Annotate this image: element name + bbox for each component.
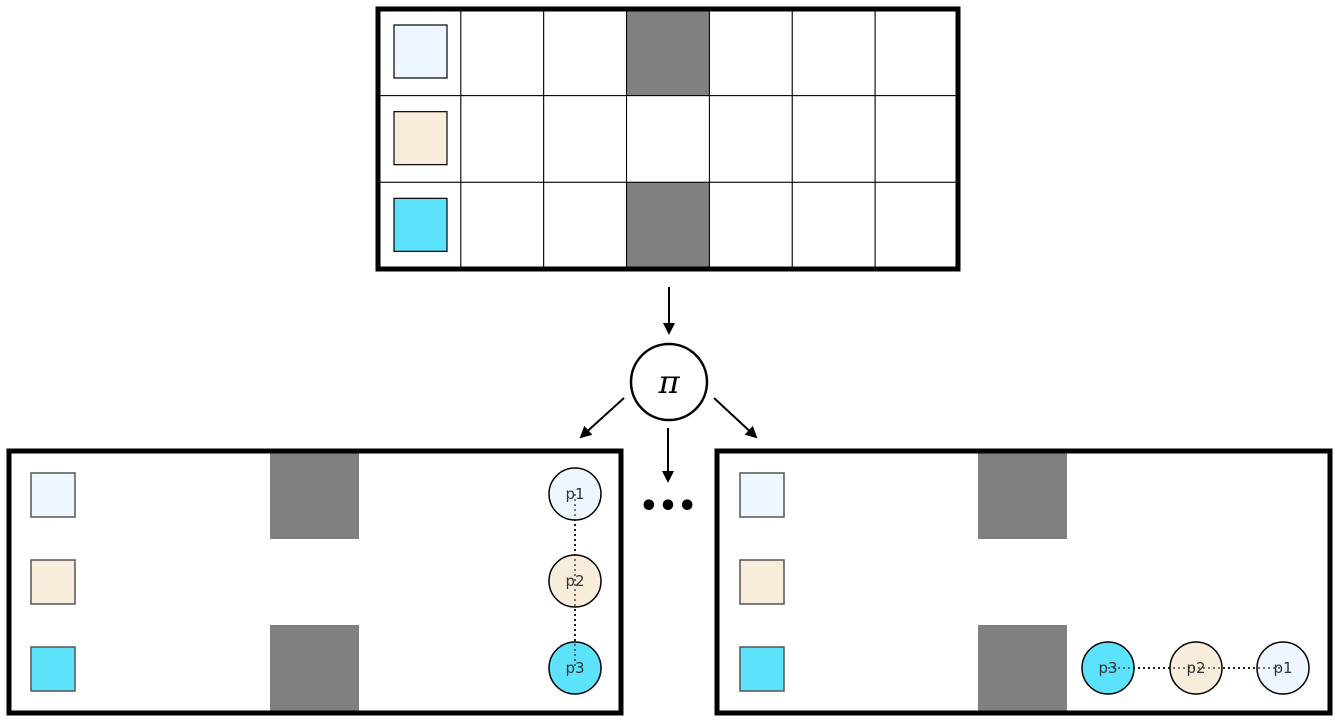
input-grid-frame (375, 6, 961, 272)
grid-cell (708, 8, 793, 97)
goal-swatch-p1 (739, 472, 785, 518)
agent-label: p3 (565, 659, 584, 677)
grid-cell (791, 95, 876, 183)
agent-label: p1 (1273, 659, 1292, 677)
policy-symbol: π (657, 363, 680, 401)
arrow-policy-to-left-outcome (579, 397, 625, 439)
grid-wall-cell (626, 181, 710, 270)
wall-top (270, 452, 359, 539)
grid-goal-swatch-p1 (393, 24, 448, 79)
outcome-panel-left-frame (6, 448, 624, 716)
agent-node (1256, 641, 1310, 695)
goal-swatch-p2 (30, 559, 76, 605)
wall-top (978, 452, 1067, 539)
grid-cell (460, 181, 545, 270)
wall-bottom (270, 625, 359, 712)
grid-cell (874, 181, 959, 270)
grid-wall-cell (626, 8, 710, 97)
outcome-panel-right: p3 p2 p1 (714, 448, 1333, 716)
arrow-policy-to-right-outcome (713, 397, 758, 439)
grid-cell (626, 95, 710, 183)
agent-node (548, 641, 602, 695)
grid-cell (708, 95, 793, 183)
grid-cell (460, 8, 545, 97)
grid-goal-swatch-p2 (393, 111, 448, 166)
goal-swatch-p2 (739, 559, 785, 605)
grid-cell (543, 181, 628, 270)
input-grid (377, 8, 959, 270)
grid-cell (460, 95, 545, 183)
grid-goal-swatch-p3 (393, 197, 448, 252)
goal-swatch-p3 (739, 646, 785, 692)
outcome-panel-right-frame (714, 448, 1333, 716)
grid-cell (543, 8, 628, 97)
policy-node (629, 342, 709, 422)
goal-swatch-p3 (30, 646, 76, 692)
grid-cell (874, 95, 959, 183)
wall-bottom (978, 625, 1067, 712)
grid-cell (708, 181, 793, 270)
grid-cell (791, 8, 876, 97)
grid-cell (791, 181, 876, 270)
grid-cell (874, 8, 959, 97)
grid-cell (543, 95, 628, 183)
agent-label: p2 (1186, 659, 1205, 677)
goal-swatch-p1 (30, 472, 76, 518)
ellipsis: ••• (639, 489, 697, 524)
outcome-panel-left: p1 p2 p3 (6, 448, 624, 716)
